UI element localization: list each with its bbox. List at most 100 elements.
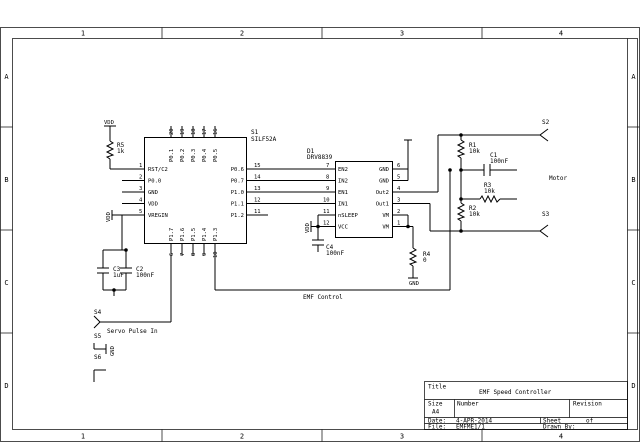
driver-d1: D1 DRV8839 7 8 9 10 11 12 EN2 IN2 EN1 IN… (307, 148, 438, 238)
frame-col-3-top: 3 (400, 30, 404, 38)
mcu-top-pin-num-18: 18 (191, 128, 197, 135)
file-label: File: (428, 424, 446, 431)
mcu-bottom-pin-num-10: 10 (213, 251, 219, 258)
driver-left-pin-name-in1: IN1 (338, 202, 348, 208)
driver-right-pin-name-out1: Out1 (376, 202, 389, 208)
revision-label: Revision (573, 401, 602, 408)
mcu-bottom-pin-name-p1-5: P1.5 (191, 228, 197, 241)
c4-ref: C4 (326, 244, 334, 251)
r5-ref: R5 (117, 142, 125, 149)
servo-pulse-in-label: Servo Pulse In (107, 328, 158, 335)
c2-ref: C2 (136, 266, 144, 273)
mcu-right-pin-name-15: P0.6 (231, 167, 244, 173)
r5-value: 1k (117, 148, 125, 155)
capacitor-c3: C3 1uF (97, 266, 124, 279)
driver-right-pin-name-gnd-5: GND (379, 179, 389, 185)
frame-row-a-left: A (4, 73, 9, 81)
vdd-label-vregin: VDD (106, 212, 112, 222)
r2-ref: R2 (469, 205, 477, 212)
driver-left-pin-name-in2: IN2 (338, 179, 348, 185)
c2-value: 100nF (136, 272, 154, 279)
size-label: Size (428, 401, 443, 408)
junctions (112, 133, 463, 292)
frame-row-c-left: C (4, 279, 8, 287)
title-value: EMF Speed Controller (479, 389, 552, 396)
title-block: Title EMF Speed Controller Size A4 Numbe… (424, 381, 628, 431)
mcu-right-pin-name-13: P1.0 (231, 190, 244, 196)
resistor-r3: R3 10k (479, 182, 501, 204)
driver-left-pin-num-7: 7 (326, 163, 329, 169)
frame-row-a-right: A (631, 73, 636, 81)
frame-row-d-right: D (631, 382, 635, 390)
mcu-top-pin-name-p0-1: P0.1 (169, 149, 175, 162)
date-value: 4-APR-2014 (456, 418, 493, 425)
driver-right-pin-num-5: 5 (397, 175, 400, 181)
gnd-symbol-r4: GND (408, 277, 419, 287)
driver-right-pin-num-3: 3 (397, 198, 400, 204)
driver-left-pin-name-en1: EN1 (338, 190, 348, 196)
frame-col-4-bottom: 4 (559, 433, 563, 441)
connector-s5: S5 (93, 333, 102, 349)
r1-ref: R1 (469, 142, 477, 149)
c4-value: 100nF (326, 250, 344, 257)
c1-ref: C1 (490, 152, 498, 159)
sheet-of-label: of (586, 418, 594, 425)
frame-col-2-top: 2 (240, 30, 244, 38)
mcu-right-pin-num-13: 13 (254, 186, 261, 192)
mcu-top-pin-name-p0-3: P0.3 (191, 149, 197, 162)
emf-control-label: EMF Control (303, 294, 343, 301)
mcu-bottom-pin-name-p1-3: P1.3 (213, 228, 219, 241)
resistor-r4: R4 0 (408, 247, 431, 278)
motor-label: Motor (549, 175, 567, 182)
mcu-part: SILF52A (251, 136, 277, 143)
resistor-r1: R1 10k (456, 139, 480, 159)
driver-right-pin-name-vm-2: VM (382, 213, 389, 219)
driver-right-pin-num-1: 1 (397, 221, 400, 227)
mcu-left-pin-num-5: 5 (139, 209, 142, 215)
mcu-left-pin-name-3: GND (148, 190, 158, 196)
frame-col-4-top: 4 (559, 30, 563, 38)
mcu-right-pin-name-12: P1.1 (231, 202, 244, 208)
size-value: A4 (432, 409, 440, 416)
mcu-top-pin-name-p0-5: P0.5 (213, 149, 219, 162)
vdd-symbol-r5: VDD (104, 120, 116, 127)
drawn-by-label: Drawn By: (543, 424, 576, 431)
frame-col-1-top: 1 (81, 30, 85, 38)
r4-value: 0 (423, 257, 427, 264)
mcu-left-pin-name-5: VREGIN (148, 213, 168, 219)
driver-right-pin-num-6: 6 (397, 163, 400, 169)
mcu-top-pin-num-17: 17 (202, 128, 208, 135)
mcu-bottom-pin-name-p1-4: P1.4 (202, 227, 208, 241)
driver-ref: D1 (307, 148, 315, 155)
frame-col-2-bottom: 2 (240, 433, 244, 441)
file-value: EMFME1/1 (456, 424, 485, 431)
driver-left-pin-num-11: 11 (323, 209, 330, 215)
driver-left-pin-num-8: 8 (326, 175, 329, 181)
mcu-bottom-pin-name-p1-7: P1.7 (169, 228, 175, 241)
mcu-s1: S1 SILF52A 1 2 3 4 5 RST/C2 P0.0 GND VDD… (122, 126, 277, 258)
driver-part: DRV8839 (307, 154, 333, 161)
r3-value: 10k (484, 188, 495, 195)
mcu-right-pin-name-11: P1.2 (231, 213, 244, 219)
gnd-label-r4: GND (409, 281, 419, 287)
frame-row-d-left: D (4, 382, 8, 390)
frame-col-1-bottom: 1 (81, 433, 85, 441)
mcu-top-pin-num-19: 19 (180, 128, 186, 135)
wires (93, 126, 540, 382)
connector-s6: S6 (94, 354, 102, 361)
mcu-left-pin-num-1: 1 (139, 163, 142, 169)
frame-row-c-right: C (631, 279, 635, 287)
r3-ref: R3 (484, 182, 492, 189)
s2-label: S2 (542, 119, 550, 126)
c1-value: 100nF (490, 158, 508, 165)
capacitor-c1: C1 100nF (483, 152, 508, 176)
mcu-ref: S1 (251, 129, 259, 136)
frame-col-3-bottom: 3 (400, 433, 404, 441)
s3-label: S3 (542, 211, 550, 218)
s5-label: S5 (94, 333, 102, 340)
date-label: Date: (428, 418, 446, 425)
mcu-left-pin-name-1: RST/C2 (148, 167, 168, 173)
mcu-right-pin-num-11: 11 (254, 209, 261, 215)
r2-value: 10k (469, 211, 480, 218)
